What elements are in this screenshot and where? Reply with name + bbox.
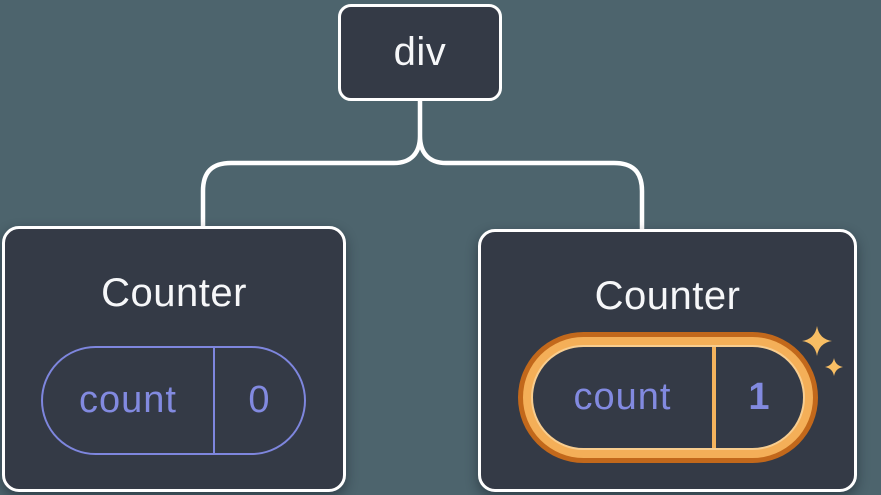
highlight-ring-outer: count 1 (518, 332, 818, 463)
highlight-ring-inner: count 1 (523, 337, 813, 458)
state-value: 0 (248, 379, 271, 421)
counter-card-right: Counter count 1 (478, 229, 857, 492)
sparkle-small-icon (825, 358, 843, 376)
counter-card-left: Counter count 0 (2, 226, 346, 492)
root-node-div: div (338, 4, 502, 101)
root-node-label: div (393, 30, 447, 74)
state-pill-highlighted: count 1 (531, 345, 805, 450)
sparkle-icon (802, 326, 843, 376)
counter-title: Counter (594, 274, 741, 318)
connector-path (200, 97, 645, 235)
state-pill: count 0 (41, 346, 306, 455)
counter-title: Counter (101, 271, 247, 315)
sparkle-large-icon (802, 326, 832, 356)
state-value: 1 (748, 376, 771, 418)
state-key-label: count (43, 348, 215, 453)
state-key-label: count (533, 347, 716, 448)
